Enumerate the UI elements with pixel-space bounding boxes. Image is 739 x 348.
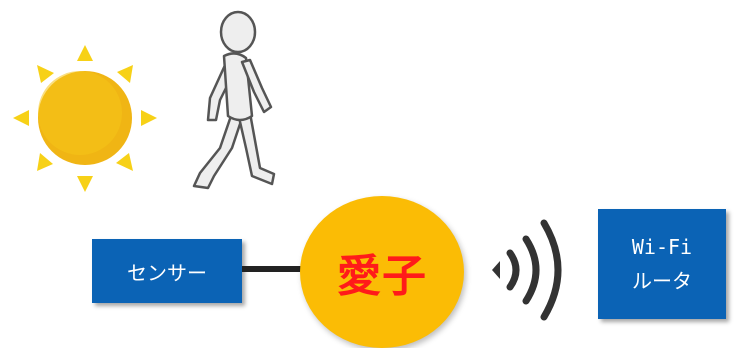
node-label: 愛子 — [337, 251, 427, 302]
walking-person-icon — [192, 10, 276, 190]
sensor-label: センサー — [127, 260, 207, 285]
node-circle: 愛子 — [300, 196, 464, 348]
wifi-router-box: Wi-Fi ルータ — [598, 209, 726, 319]
sensor-node-connector — [242, 266, 310, 272]
wireless-signal-icon — [492, 219, 562, 321]
router-label-line1: Wi-Fi — [631, 235, 693, 259]
router-label-line2: ルータ — [632, 269, 692, 293]
sun-icon — [13, 45, 157, 192]
sensor-box: センサー — [92, 239, 242, 303]
